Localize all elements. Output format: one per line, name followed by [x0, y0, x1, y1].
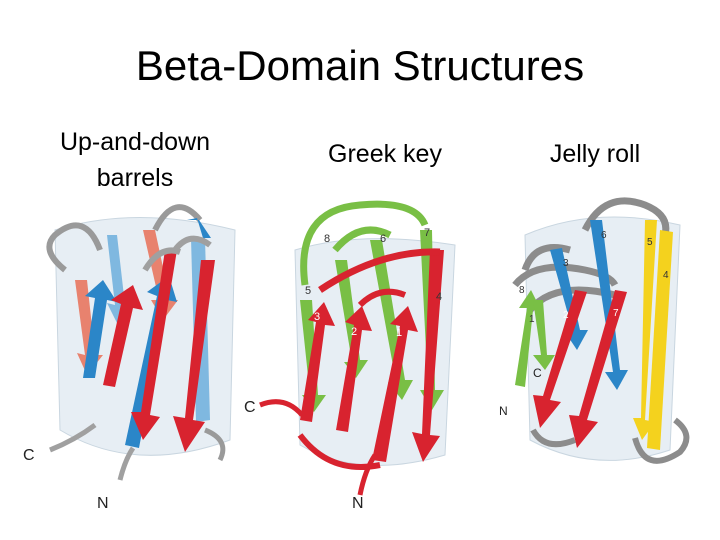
strand-2 [533, 290, 587, 428]
strand-number: 7 [424, 227, 430, 239]
panel-label-up-and-down-barrels: Up-and-down barrels [40, 124, 230, 197]
strand-6 [590, 220, 628, 390]
strand-front [103, 285, 143, 387]
strand-number: 5 [305, 285, 311, 297]
strand-front [131, 250, 177, 440]
loop-n [357, 453, 378, 496]
loop [152, 204, 203, 232]
loop-n [117, 446, 136, 481]
strand-number: 5 [647, 237, 653, 248]
strand-4 [412, 250, 444, 462]
strand-number: 1 [529, 314, 535, 325]
strand-2 [336, 306, 372, 432]
strand-3 [300, 302, 335, 422]
strand-number-labels: 8 6 7 5 4 3 2 1 [305, 227, 442, 339]
strand-number: 3 [563, 258, 569, 269]
strand-number: 7 [613, 308, 619, 319]
panel-label-greek-key: Greek key [328, 140, 442, 168]
c-terminus-label: C [244, 399, 256, 416]
c-terminus-label: C [533, 366, 542, 380]
strand-1 [372, 306, 418, 462]
strand-3 [550, 248, 588, 350]
strand-4 [647, 230, 673, 450]
loop [46, 222, 103, 273]
strand-number: 8 [324, 233, 330, 245]
n-terminus-label: N [499, 404, 508, 418]
loop [203, 427, 226, 462]
strand-number: 8 [519, 285, 525, 296]
strand-number: 2 [351, 326, 357, 338]
strand-number: 1 [396, 327, 402, 339]
strand-back [107, 235, 133, 325]
loop [332, 226, 392, 253]
strand-number: 6 [601, 230, 607, 241]
loop [512, 263, 619, 288]
n-terminus-label: N [352, 495, 364, 512]
loop [357, 288, 407, 308]
strand-number: 2 [563, 310, 569, 321]
strand-number: 6 [380, 233, 386, 245]
strand-front [83, 280, 117, 378]
loop [297, 433, 381, 470]
loop-c [259, 399, 304, 417]
strand-number-labels: 1 2 3 4 5 6 7 8 [519, 230, 669, 325]
strand-back [187, 218, 211, 238]
loop [530, 428, 577, 448]
loop [632, 417, 690, 464]
strand-number: 4 [663, 270, 669, 281]
n-terminus-label: N [97, 495, 109, 512]
up-and-down-barrel-diagram: C N [23, 204, 236, 512]
loop [300, 200, 429, 286]
page-title: Beta-Domain Structures [135, 42, 585, 89]
label-line-2: barrels [96, 164, 174, 193]
strand-number: 3 [314, 311, 320, 323]
jelly-roll-diagram: 1 2 3 4 5 6 7 8 C N [499, 197, 690, 464]
strand-number: 4 [436, 291, 442, 303]
loop [318, 248, 441, 293]
strand-5 [633, 220, 657, 440]
strand-7 [569, 290, 627, 448]
strand-back [75, 280, 103, 375]
loop-c [49, 422, 97, 453]
strand-front [173, 260, 215, 452]
label-line-1: Up-and-down [59, 128, 211, 156]
greek-key-diagram: 8 6 7 5 4 3 2 1 C N [244, 200, 456, 512]
c-terminus-label: C [23, 447, 35, 464]
strand-1 [515, 290, 541, 387]
loop [142, 247, 181, 272]
panel-label-jelly-roll: Jelly roll [549, 140, 641, 168]
strand-8 [533, 300, 555, 370]
loop [521, 244, 571, 272]
loop [172, 235, 212, 252]
strand-6 [370, 240, 413, 400]
loop [581, 197, 670, 236]
